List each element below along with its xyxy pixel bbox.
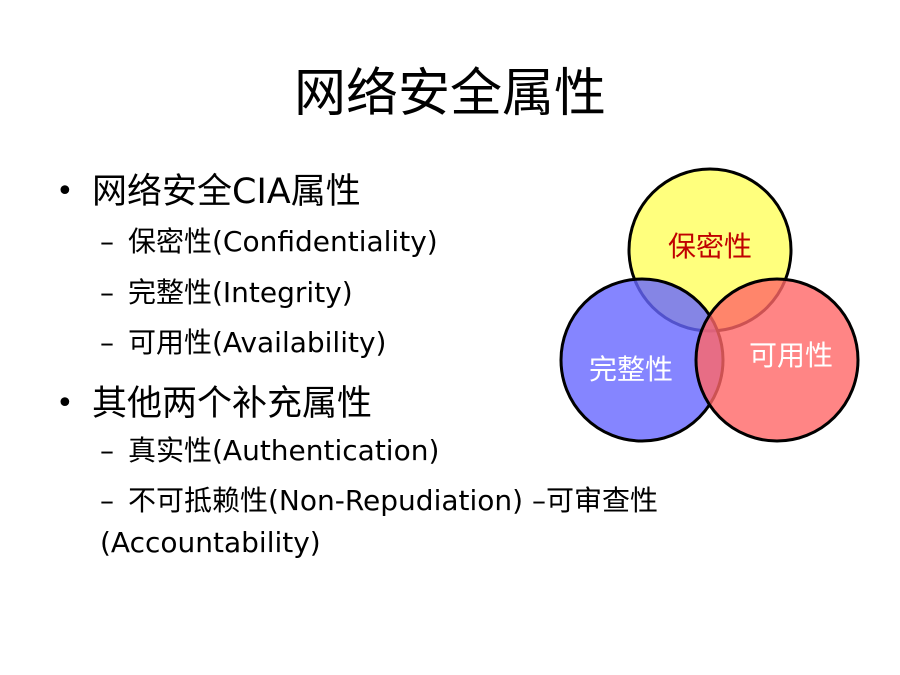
bullet-marker: • <box>56 174 74 209</box>
label-availability: 可用性 <box>749 339 833 372</box>
label-integrity: 完整性 <box>589 353 673 386</box>
bullet-text: 其他两个补充属性 <box>92 384 373 424</box>
sub-marker: – <box>100 276 114 309</box>
label-confidentiality: 保密性 <box>668 230 752 263</box>
sub-text: 真实性(Authentication) <box>128 434 440 467</box>
sub-marker: – <box>100 225 114 258</box>
circle-availability <box>694 277 860 443</box>
slide-title: 网络安全属性 <box>293 64 606 124</box>
cia-venn-diagram: 保密性 完整性 可用性 <box>559 167 860 443</box>
sub-marker: – <box>100 326 114 359</box>
sub-text: 可用性(Availability) <box>128 326 387 359</box>
sub-marker: – <box>100 434 114 467</box>
bullet-text: 网络安全CIA属性 <box>92 172 361 212</box>
sub-text: 不可抵赖性(Non-Repudiation) –可审查性 <box>128 484 658 517</box>
sub-marker: – <box>100 484 114 517</box>
sub-text: 完整性(Integrity) <box>128 276 353 309</box>
bullet-marker: • <box>56 386 74 421</box>
sub-text-continuation: (Accountability) <box>100 526 321 559</box>
sub-text: 保密性(Confidentiality) <box>128 225 438 258</box>
